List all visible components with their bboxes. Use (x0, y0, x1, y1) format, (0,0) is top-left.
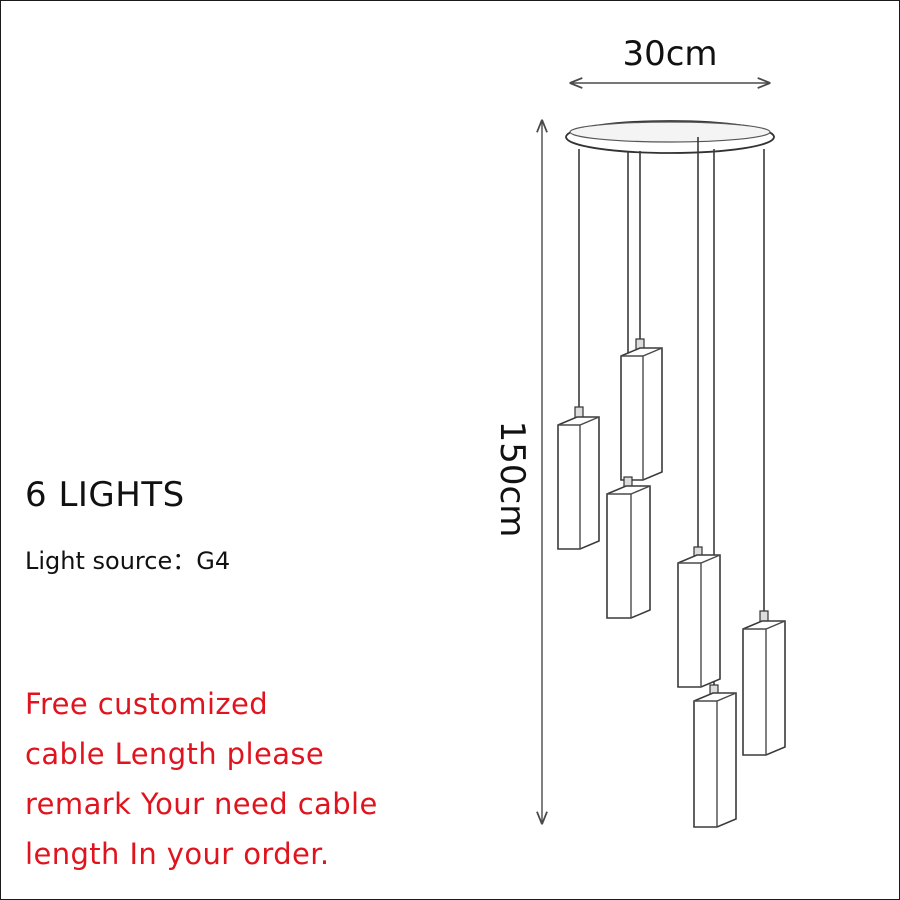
height-label: 150cm (492, 421, 532, 538)
notice-line-4: length In your order. (25, 837, 330, 871)
pendant-shade-5 (693, 684, 737, 828)
notice-line-2: cable Length please (25, 737, 325, 771)
notice-line-1: Free customized (25, 687, 269, 721)
pendant-shade-4 (677, 546, 721, 688)
lights-count-heading: 6 LIGHTS (25, 475, 185, 515)
ceiling-canopy (565, 120, 775, 154)
notice-line-3: remark Your need cable (25, 787, 378, 821)
pendant-shade-6 (742, 610, 786, 756)
light-source-line: Light source：G4 (25, 541, 230, 576)
pendant-shade-1 (557, 406, 600, 550)
height-dimension: 150cm (492, 121, 542, 823)
pendant-shade-2 (620, 338, 663, 481)
pendant-shade-3 (606, 476, 651, 619)
width-label: 30cm (622, 34, 717, 74)
light-source-label: Light source： (25, 547, 197, 575)
custom-cable-notice: Free customized cable Length please rema… (25, 679, 445, 879)
light-source-value: G4 (196, 547, 231, 575)
width-dimension: 30cm (571, 34, 769, 83)
